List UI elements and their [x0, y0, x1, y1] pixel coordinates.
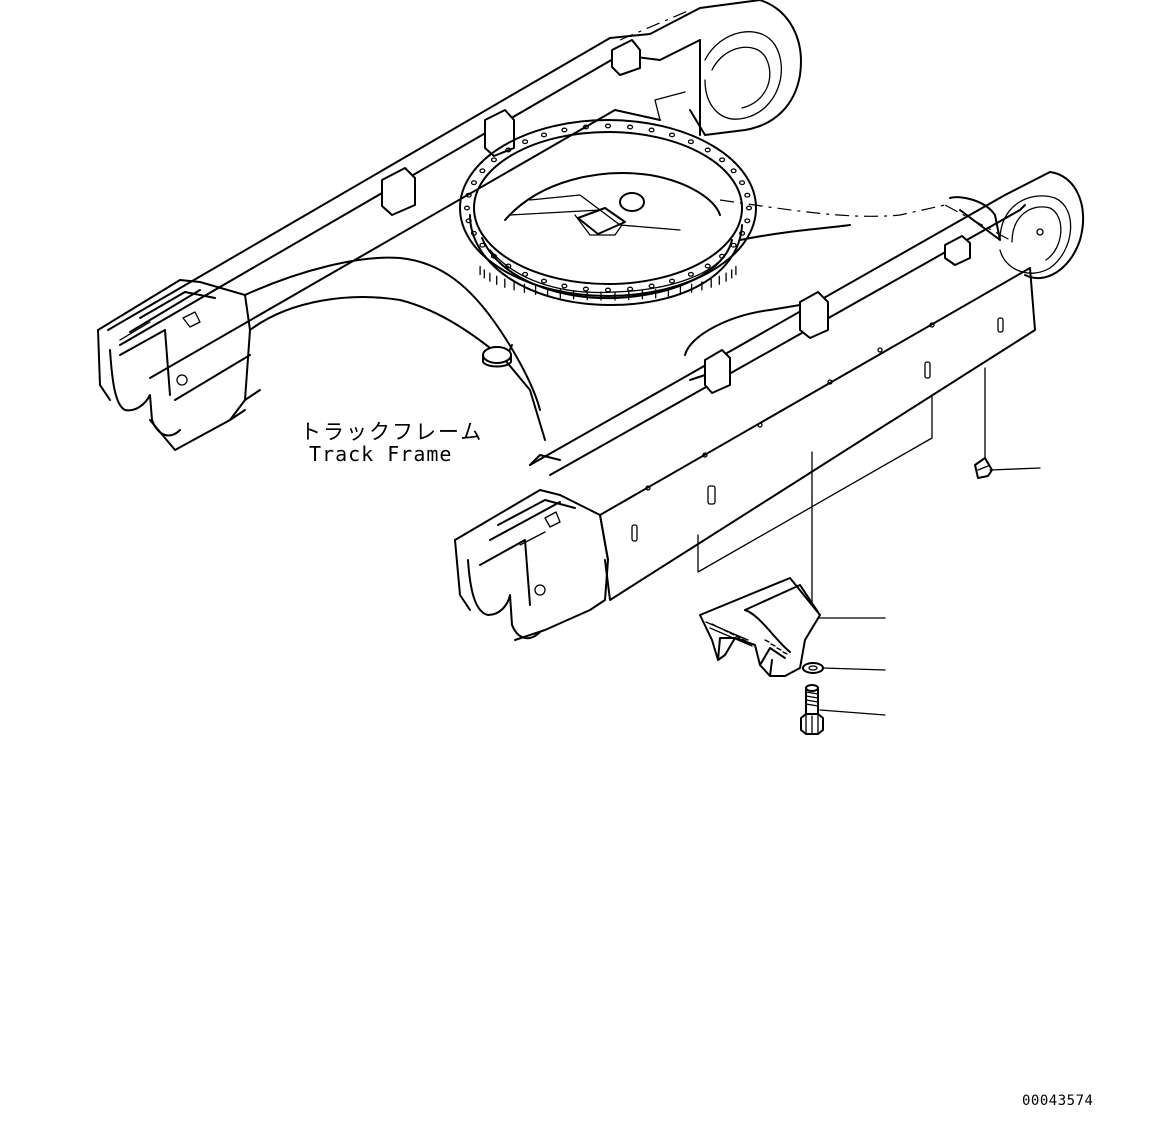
washer-callout — [822, 667, 886, 671]
bolt-hole — [479, 242, 486, 248]
bolt-hole — [490, 253, 497, 259]
bolt-hole — [522, 271, 529, 277]
washer — [802, 662, 824, 674]
bolt-hole — [627, 286, 634, 292]
guard-slot-pattern — [711, 623, 788, 655]
bolt-hole — [730, 242, 737, 248]
drawing-number: 00043574 — [1022, 1093, 1094, 1109]
bolt-hole — [648, 283, 655, 289]
bolt-hole — [582, 124, 589, 130]
swing-circle — [459, 119, 757, 306]
swing-circle-bolt-holes — [463, 123, 753, 301]
bolt-hole — [540, 278, 548, 284]
bolt-hole — [522, 139, 529, 145]
front-side-frame — [529, 171, 1085, 601]
bolt-hole — [730, 168, 737, 174]
bolt-hole — [719, 253, 726, 259]
bolt-hole — [604, 287, 612, 293]
bolt-hole — [505, 147, 512, 153]
rear-side-frame — [107, 0, 802, 421]
bolt-hole — [668, 132, 676, 138]
bolt-hole — [744, 218, 751, 224]
bolt-hole — [739, 230, 746, 236]
bolt-hole — [745, 205, 753, 211]
bolt-hole — [465, 192, 472, 198]
grease-fitting-callout — [989, 467, 1041, 471]
bolt-hole — [463, 205, 471, 211]
bolt-hole — [540, 132, 548, 138]
part-name-japanese: トラックフレーム — [300, 420, 484, 444]
bolt-hole — [479, 168, 486, 174]
bolt-hole — [465, 218, 472, 224]
bolt-hole — [627, 124, 634, 130]
track-roller-guard — [699, 577, 821, 677]
bolt-hole — [687, 139, 694, 145]
bolt-hole — [648, 127, 655, 133]
bolt-hole — [719, 157, 726, 163]
part-name-english: Track Frame — [309, 442, 453, 466]
bolt — [800, 684, 824, 735]
bolt-hole — [744, 192, 751, 198]
bolt-hole — [704, 263, 711, 269]
bolt-hole — [561, 127, 568, 133]
bolt-hole — [561, 283, 568, 289]
bolt-hole — [470, 180, 477, 186]
bolt-hole — [505, 263, 512, 269]
front-end-idler-bracket — [454, 489, 609, 641]
bolt-hole — [490, 157, 497, 163]
callout-leaders — [817, 467, 1041, 716]
bolt-callout — [819, 709, 886, 716]
bolt-hole — [687, 271, 694, 277]
bolt-hole — [739, 180, 746, 186]
grease-fitting — [974, 457, 993, 479]
cross-members — [244, 199, 946, 441]
bolt-hole — [704, 147, 711, 153]
assembly-reference-lines — [697, 367, 986, 619]
bolt-hole — [604, 123, 612, 129]
bolt-hole — [668, 278, 676, 284]
bolt-hole — [582, 286, 589, 292]
bolt-hole — [470, 230, 477, 236]
